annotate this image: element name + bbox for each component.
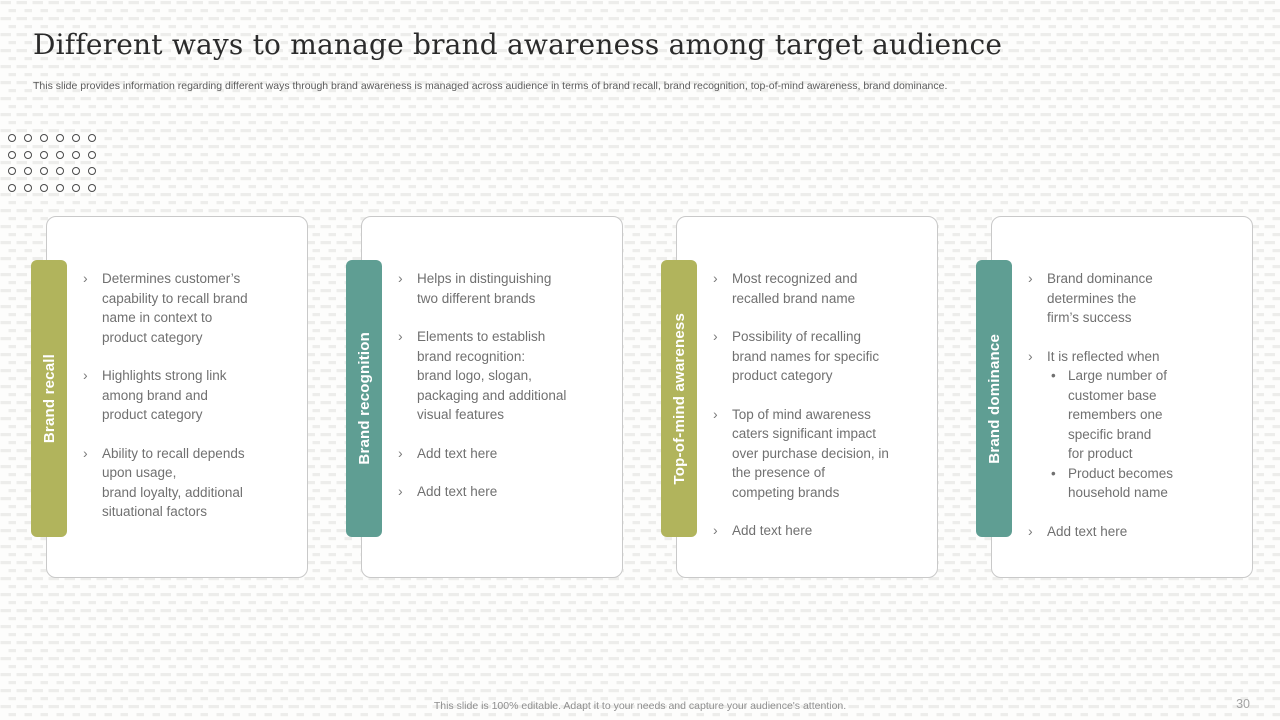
bullet-text: Elements to establish brand recognition:… <box>417 329 567 422</box>
dot-icon <box>72 150 80 159</box>
bullet-text: Possibility of recalling brand names for… <box>732 329 880 383</box>
card-side-tab: Brand recognition <box>346 260 382 537</box>
dot-icon <box>72 134 80 142</box>
bullet-text: Most recognized and recalled brand name <box>732 271 858 306</box>
dot-icon <box>24 167 32 175</box>
dot-icon <box>24 134 32 142</box>
sub-bullet-marker-icon: • <box>1051 465 1056 481</box>
slide-subtitle: This slide provides information regardin… <box>33 80 948 92</box>
dot-icon <box>56 134 64 142</box>
dots-grid-decoration <box>8 134 96 192</box>
bullet-item: › Possibility of recalling brand names fo… <box>713 327 931 386</box>
awareness-cards-row: Brand recall › Determines customer’s capa… <box>31 216 1253 578</box>
dot-icon <box>88 183 96 192</box>
bullet-marker-icon: › <box>83 367 88 383</box>
sub-bullet-list: • Large number of customer base remembers… <box>1047 366 1173 503</box>
bullet-marker-icon: › <box>1028 522 1033 539</box>
dot-icon <box>72 183 80 192</box>
bullet-marker-icon: › <box>398 483 403 499</box>
bullet-item: › Determines customer’s capability to rec… <box>83 269 301 347</box>
awareness-card: Top-of-mind awareness › Most recognized a… <box>661 216 938 578</box>
bullet-item: › Ability to recall depends upon usage, b… <box>83 444 301 522</box>
bullet-item: › Add text here <box>398 444 616 464</box>
bullet-item: › It is reflected when•Large number of cu… <box>1028 347 1246 503</box>
bullet-marker-icon: › <box>713 405 718 422</box>
bullet-marker-icon: › <box>1028 347 1033 364</box>
bullet-item: › Add text here <box>713 521 931 541</box>
bullet-item: › Highlights strong link among brand and … <box>83 366 301 425</box>
bullet-text: Highlights strong link among brand and p… <box>102 368 227 422</box>
sub-bullet-text: Product becomes household name <box>1068 465 1174 501</box>
dot-icon <box>8 150 16 159</box>
dot-icon <box>88 134 96 142</box>
bullet-text: Brand dominance determines the firm’s su… <box>1047 271 1153 325</box>
bullet-marker-icon: › <box>398 328 403 344</box>
dot-icon <box>8 167 16 175</box>
dot-icon <box>56 150 64 159</box>
dot-icon <box>56 167 64 175</box>
bullet-item: › Helps in distinguishing two different b… <box>398 269 616 308</box>
bullet-item: › Add text here <box>1028 522 1246 542</box>
bullet-marker-icon: › <box>83 270 88 286</box>
awareness-card: Brand recall › Determines customer’s capa… <box>31 216 308 578</box>
bullet-marker-icon: › <box>713 270 718 286</box>
dot-icon <box>40 134 48 142</box>
dot-icon <box>24 183 32 192</box>
bullet-text: Add text here <box>732 523 813 538</box>
dot-icon <box>40 167 48 175</box>
bullet-marker-icon: › <box>713 328 718 344</box>
bullet-item: › Most recognized and recalled brand name <box>713 269 931 308</box>
dot-icon <box>88 167 96 175</box>
bullet-text: It is reflected when•Large number of cus… <box>1047 347 1173 503</box>
dot-icon <box>56 183 64 192</box>
dot-icon <box>88 150 96 159</box>
awareness-card: Brand recognition › Helps in distinguishi… <box>346 216 623 578</box>
card-side-tab: Brand recall <box>31 260 67 537</box>
footer-note: This slide is 100% editable. Adapt it to… <box>433 700 847 712</box>
bullet-item: › Top of mind awareness caters significan… <box>713 405 931 503</box>
bullet-text: Determines customer’s capability to reca… <box>102 271 248 345</box>
dot-icon <box>72 167 80 175</box>
page-number: 30 <box>1236 697 1250 711</box>
bullet-marker-icon: › <box>398 270 403 286</box>
card-tab-label: Top-of-mind awareness <box>670 312 688 485</box>
bullet-marker-icon: › <box>713 522 718 538</box>
bullet-item: › Brand dominance determines the firm’s s… <box>1028 269 1246 328</box>
bullet-marker-icon: › <box>1028 270 1033 286</box>
bullet-item: › Add text here <box>398 482 616 502</box>
dot-icon <box>24 150 32 159</box>
bullet-item: › Elements to establish brand recognition… <box>398 327 616 425</box>
card-tab-label: Brand recall <box>40 353 58 444</box>
card-bullet-list: › Most recognized and recalled brand name… <box>713 269 931 560</box>
bullet-marker-icon: › <box>83 444 88 461</box>
dot-icon <box>40 150 48 159</box>
bullet-text: Top of mind awareness caters significant… <box>732 406 889 500</box>
dot-icon <box>8 134 16 142</box>
sub-bullet-marker-icon: • <box>1051 368 1056 383</box>
bullet-text: Helps in distinguishing two different br… <box>417 271 552 306</box>
sub-bullet-item: • Large number of customer base remembers… <box>1047 366 1173 464</box>
card-side-tab: Top-of-mind awareness <box>661 260 697 537</box>
bullet-text: Add text here <box>417 445 498 461</box>
bullet-marker-icon: › <box>398 444 403 461</box>
bullet-text: Add text here <box>417 484 498 499</box>
page-title: Different ways to manage brand awareness… <box>33 28 1003 61</box>
card-bullet-list: › Determines customer’s capability to rec… <box>83 269 301 541</box>
card-bullet-list: › Brand dominance determines the firm’s s… <box>1028 269 1246 560</box>
card-tab-label: Brand recognition <box>355 332 373 465</box>
sub-bullet-item: • Product becomes household name <box>1047 464 1173 503</box>
bullet-text: Ability to recall depends upon usage, br… <box>102 445 245 520</box>
card-tab-label: Brand dominance <box>985 333 1003 464</box>
dot-icon <box>8 183 16 192</box>
sub-bullet-text: Large number of customer base remembers … <box>1068 368 1168 461</box>
bullet-text: Add text here <box>1047 523 1128 539</box>
dot-icon <box>40 183 48 192</box>
awareness-card: Brand dominance › Brand dominance determi… <box>976 216 1253 578</box>
card-side-tab: Brand dominance <box>976 260 1012 537</box>
card-bullet-list: › Helps in distinguishing two different b… <box>398 269 616 521</box>
